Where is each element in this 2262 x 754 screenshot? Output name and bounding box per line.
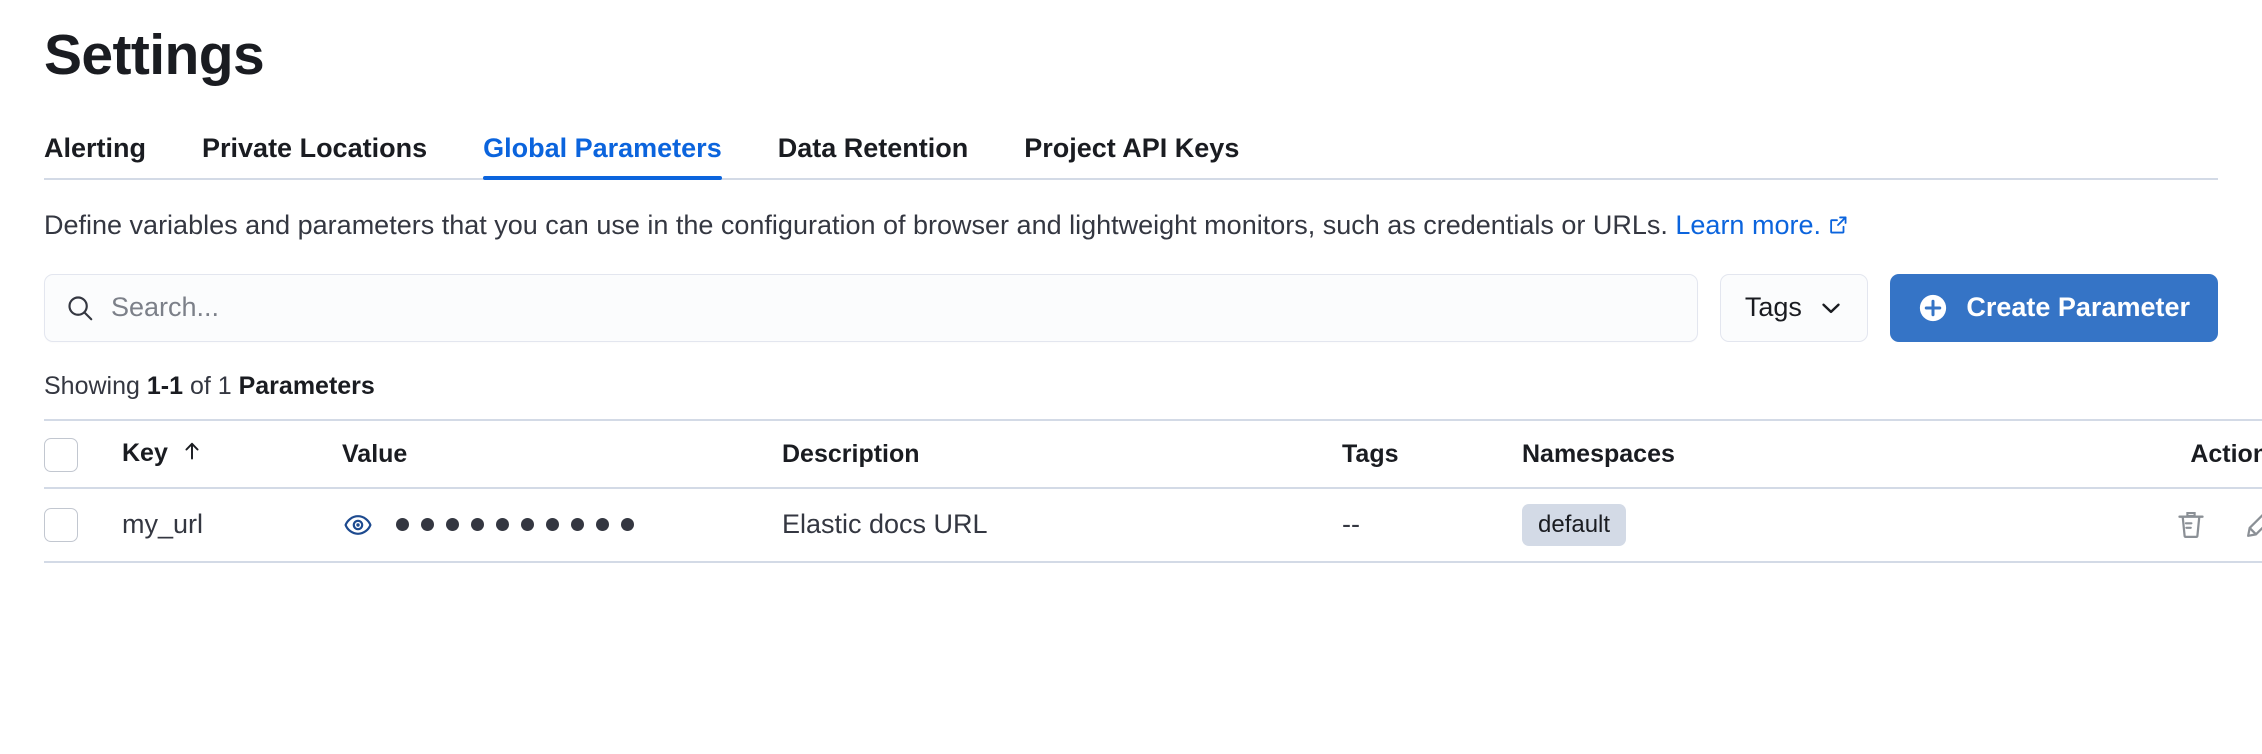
th-key-label: Key [122,439,168,468]
search-box[interactable] [44,273,1699,342]
tab-alerting[interactable]: Alerting [44,132,147,163]
mask-dot [596,518,609,532]
page-title: Settings [44,23,265,87]
parameters-table: Key Value Description Tags Namespaces Ac… [44,418,2262,563]
mask-dot [621,518,634,532]
learn-more-label: Learn more. [1675,209,1821,240]
chevron-down-icon [1818,295,1844,321]
th-tags: Tags [1342,418,1522,489]
plus-circle-icon [1918,293,1948,323]
th-namespaces: Namespaces [1522,418,2082,489]
learn-more-link[interactable]: Learn more. [1675,210,1849,240]
toolbar: Tags Create Parameter [44,273,2218,342]
tab-project-api-keys[interactable]: Project API Keys [1024,132,1240,163]
mask-dot [396,518,409,532]
mask-dot [446,518,459,532]
mask-dot [521,518,534,532]
showing-total: 1 [217,371,232,400]
results-count: Showing 1-1 of 1 Parameters [44,372,2218,401]
cell-value [342,487,782,563]
tab-private-locations[interactable]: Private Locations [202,132,428,163]
search-input[interactable] [111,292,1678,324]
showing-range: 1-1 [146,371,183,400]
cell-description: Elastic docs URL [782,487,1342,563]
panel-description: Define variables and parameters that you… [44,208,2204,244]
mask-dot [546,518,559,532]
value-wrapper [342,509,782,541]
mask-dot [471,518,484,532]
eye-icon[interactable] [342,509,374,541]
th-description: Description [782,418,1342,489]
th-select [44,418,122,489]
mask-dot [571,518,584,532]
mask-dot [421,518,434,532]
row-actions [2082,508,2262,542]
cell-select [44,487,122,563]
create-parameter-label: Create Parameter [1966,292,2190,323]
cell-tags: -- [1342,487,1522,563]
masked-value-dots [396,518,634,532]
cell-actions [2082,487,2262,563]
search-icon [65,293,95,323]
showing-prefix: Showing [44,371,147,400]
table-header-row: Key Value Description Tags Namespaces Ac… [44,418,2262,489]
namespace-badge: default [1522,503,1627,546]
settings-tabs: Alerting Private Locations Global Parame… [44,122,2218,180]
tab-global-parameters[interactable]: Global Parameters [483,134,722,180]
showing-of: of [183,371,218,400]
create-parameter-button[interactable]: Create Parameter [1890,273,2218,342]
cell-key: my_url [122,487,342,563]
th-actions: Actions [2082,418,2262,489]
description-text: Define variables and parameters that you… [44,209,1668,240]
th-key[interactable]: Key [122,418,342,489]
table-body: my_url [44,487,2262,563]
arrow-up-icon [180,439,204,470]
external-link-icon [1827,210,1849,244]
tags-filter-label: Tags [1744,292,1802,323]
trash-icon[interactable] [2174,508,2208,542]
mask-dot [496,518,509,532]
tags-filter-button[interactable]: Tags [1720,273,1869,342]
table-header: Key Value Description Tags Namespaces Ac… [44,418,2262,489]
th-value: Value [342,418,782,489]
pencil-icon[interactable] [2242,508,2262,542]
showing-unit: Parameters [231,371,375,400]
row-checkbox[interactable] [44,507,78,542]
table-row: my_url [44,487,2262,563]
select-all-checkbox[interactable] [44,437,78,472]
cell-namespaces: default [1522,487,2082,563]
tab-data-retention[interactable]: Data Retention [777,132,969,163]
